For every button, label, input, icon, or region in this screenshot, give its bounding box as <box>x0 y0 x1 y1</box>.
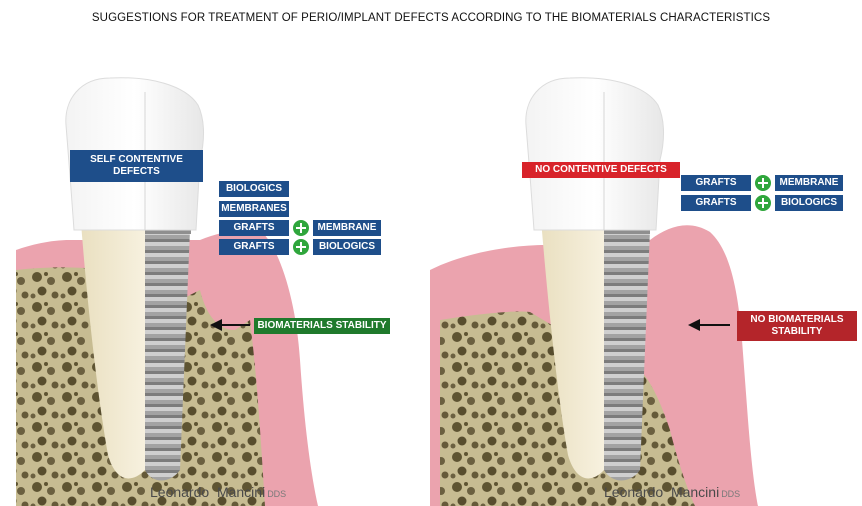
left-plus-icon-1 <box>292 219 310 237</box>
no-stability-line2: STABILITY <box>772 326 823 338</box>
right-tooth-crown <box>526 78 664 230</box>
no-biomaterials-stability-label: NO BIOMATERIALS STABILITY <box>737 311 857 341</box>
left-illustration <box>16 78 318 506</box>
self-contentive-defects-label: SELF CONTENTIVE DEFECTS <box>70 150 203 182</box>
right-membrane-label: MEMBRANE <box>775 175 843 191</box>
left-signature-suffix: DDS <box>267 489 286 499</box>
left-signature-name: Leonardo Mancini <box>150 484 265 500</box>
self-contentive-line2: DEFECTS <box>113 166 160 178</box>
biomaterials-stability-label: BIOMATERIALS STABILITY <box>254 318 390 334</box>
right-grafts-label-2: GRAFTS <box>681 195 751 211</box>
left-grafts-label-2: GRAFTS <box>219 239 289 255</box>
right-signature-name: Leonardo Mancini <box>604 484 719 500</box>
right-biologics-label: BIOLOGICS <box>775 195 843 211</box>
right-plus-icon-2 <box>754 194 772 212</box>
right-plus-icon-1 <box>754 174 772 192</box>
no-stability-line1: NO BIOMATERIALS <box>750 314 843 326</box>
left-grafts-label-1: GRAFTS <box>219 220 289 236</box>
right-signature-suffix: DDS <box>721 489 740 499</box>
left-biologics-label-2: BIOLOGICS <box>313 239 381 255</box>
left-biologics-label: BIOLOGICS <box>219 181 289 197</box>
left-membranes-label: MEMBRANES <box>219 201 289 217</box>
self-contentive-line1: SELF CONTENTIVE <box>90 154 183 166</box>
right-illustration <box>430 78 758 506</box>
no-contentive-defects-label: NO CONTENTIVE DEFECTS <box>522 162 680 178</box>
right-grafts-label-1: GRAFTS <box>681 175 751 191</box>
left-membrane-label: MEMBRANE <box>313 220 381 236</box>
left-plus-icon-2 <box>292 238 310 256</box>
